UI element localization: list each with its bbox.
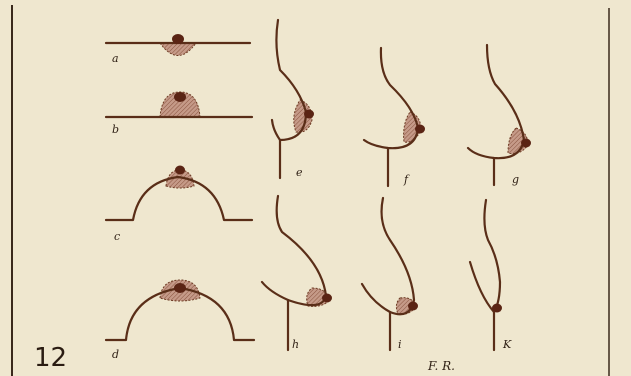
figure-a [106,34,250,56]
label-a: a [112,52,119,65]
label-e: e [296,166,303,179]
label-c: c [114,230,120,243]
label-i: i [398,338,402,351]
label-k: K [502,338,512,351]
figure-k [470,200,502,350]
figure-h [262,196,332,350]
figure-g [468,45,531,185]
figure-f [364,48,425,186]
label-f: f [403,173,410,186]
label-h: h [292,338,299,351]
label-d: d [112,348,119,361]
label-g: g [512,173,519,186]
label-b: b [112,123,119,136]
figure-c [106,166,252,221]
plate-number: 12 [34,343,67,373]
figure-d [106,280,254,340]
figure-i [362,198,418,350]
figure-b [106,92,252,117]
figure-e [272,20,314,178]
artist-signature: F. R. [427,359,455,373]
